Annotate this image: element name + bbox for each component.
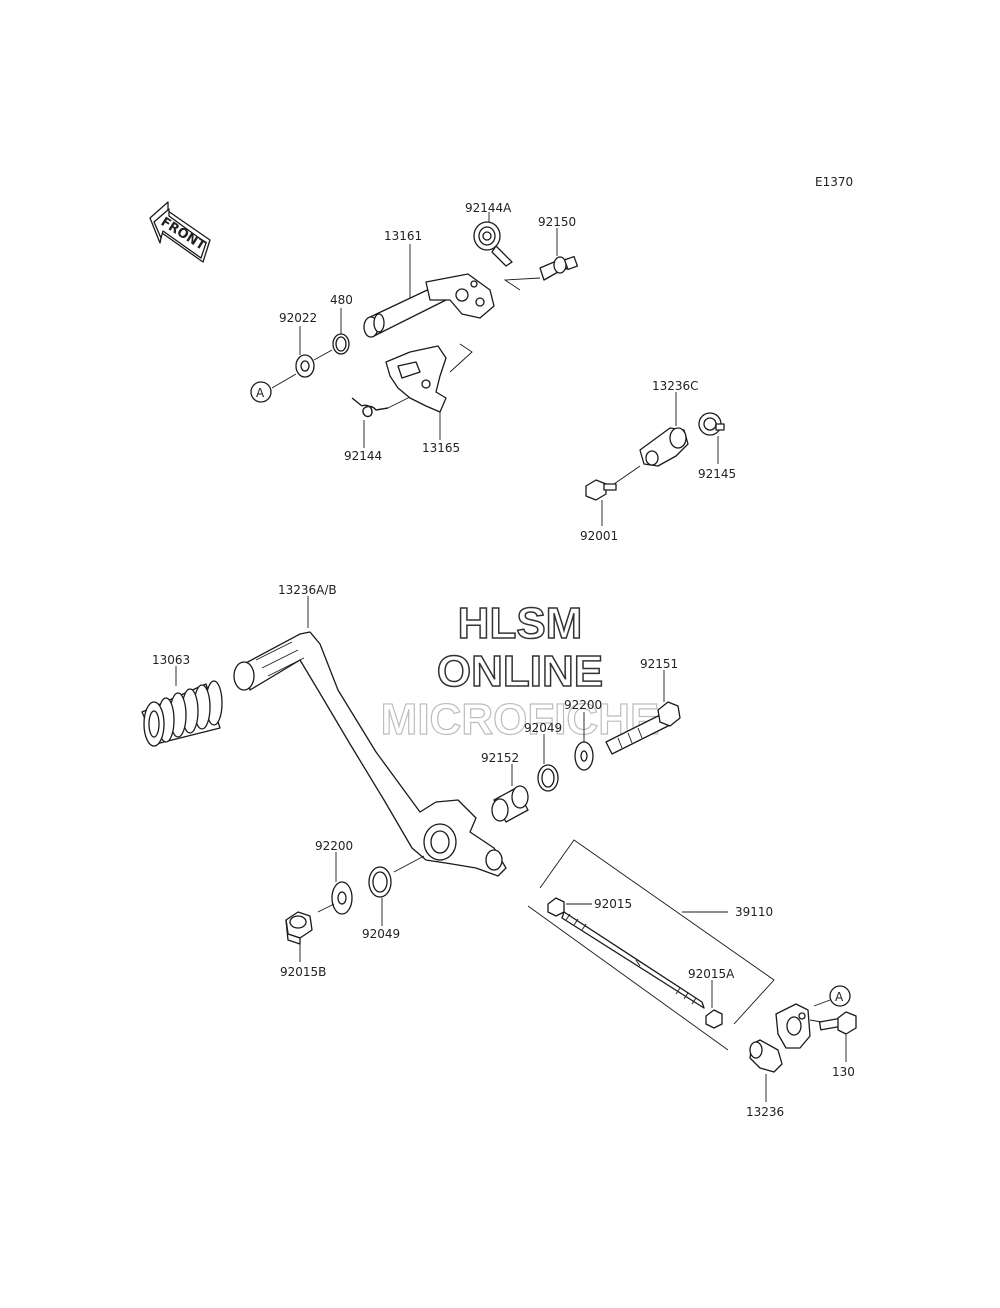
label-92015B: 92015B [280, 965, 326, 979]
label-92001: 92001 [580, 529, 618, 543]
bolt-92001 [585, 479, 617, 501]
plate-13165 [385, 345, 447, 413]
label-13236C: 13236C [652, 379, 699, 393]
front-arrow-icon: FRONT [149, 201, 211, 263]
leader [387, 395, 413, 409]
bolt-130 [818, 1011, 857, 1035]
washer-92022 [295, 354, 315, 378]
ref-marker-a: A [250, 381, 272, 403]
pedal-13236AB [233, 631, 507, 877]
label-130: 130 [832, 1065, 855, 1079]
leader [317, 903, 335, 913]
label-92022: 92022 [279, 311, 317, 325]
label-92200-lower: 92200 [315, 839, 353, 853]
leader [813, 999, 831, 1007]
leader [449, 343, 473, 373]
svg-text:A: A [835, 990, 844, 1004]
label-92144A: 92144A [465, 201, 512, 215]
label-13165: 13165 [422, 441, 460, 455]
label-13236AB: 13236A/B [278, 583, 337, 597]
leader [613, 465, 641, 485]
leader [393, 855, 425, 873]
rubber-13063 [141, 680, 223, 747]
leader [503, 277, 541, 291]
svg-text:A: A [256, 386, 265, 400]
label-13161: 13161 [384, 229, 422, 243]
svg-text:HLSM: HLSM [458, 599, 583, 648]
arm-13236C [639, 427, 689, 467]
label-39110: 39110 [735, 905, 773, 919]
nut-92015B [285, 911, 313, 945]
label-480: 480 [330, 293, 353, 307]
label-92151: 92151 [640, 657, 678, 671]
label-92049-lower: 92049 [362, 927, 400, 941]
label-92049-upper: 92049 [524, 721, 562, 735]
label-92144: 92144 [344, 449, 382, 463]
label-92145: 92145 [698, 467, 736, 481]
nut-92015 [547, 897, 565, 917]
svg-text:MICROFICHE: MICROFICHE [381, 695, 660, 744]
rod-group-bracket-lower [527, 905, 729, 1051]
tie-rod [561, 911, 705, 1009]
collar-92152 [491, 785, 529, 823]
leader [271, 373, 297, 389]
seal-92049-upper [537, 764, 559, 792]
rod-group-bracket [539, 839, 775, 1025]
label-92200-upper: 92200 [564, 698, 602, 712]
clamp-92145 [698, 412, 725, 436]
shaft-13161 [363, 273, 495, 338]
leader [313, 349, 333, 361]
ref-marker-a-lower: A [829, 985, 851, 1007]
label-92152: 92152 [481, 751, 519, 765]
nut-92015A [705, 1009, 723, 1029]
leader [809, 1019, 823, 1023]
seal-92049-lower [368, 866, 392, 898]
circlip-480 [332, 333, 350, 355]
svg-text:ONLINE: ONLINE [437, 647, 603, 696]
label-92150: 92150 [538, 215, 576, 229]
label-92015A: 92015A [688, 967, 735, 981]
arm-13236 [749, 1003, 811, 1073]
washer-92200-upper [574, 741, 594, 771]
washer-92200-lower [331, 881, 353, 915]
label-13236: 13236 [746, 1105, 784, 1119]
bolt-92151 [605, 701, 681, 755]
label-92015: 92015 [594, 897, 632, 911]
pin-92150 [539, 255, 579, 281]
diagram-code: E1370 [815, 175, 853, 189]
label-13063: 13063 [152, 653, 190, 667]
spring-92144 [351, 397, 389, 418]
watermark: HLSM ONLINE MICROFICHE [380, 598, 660, 744]
spring-92144A [473, 221, 513, 267]
